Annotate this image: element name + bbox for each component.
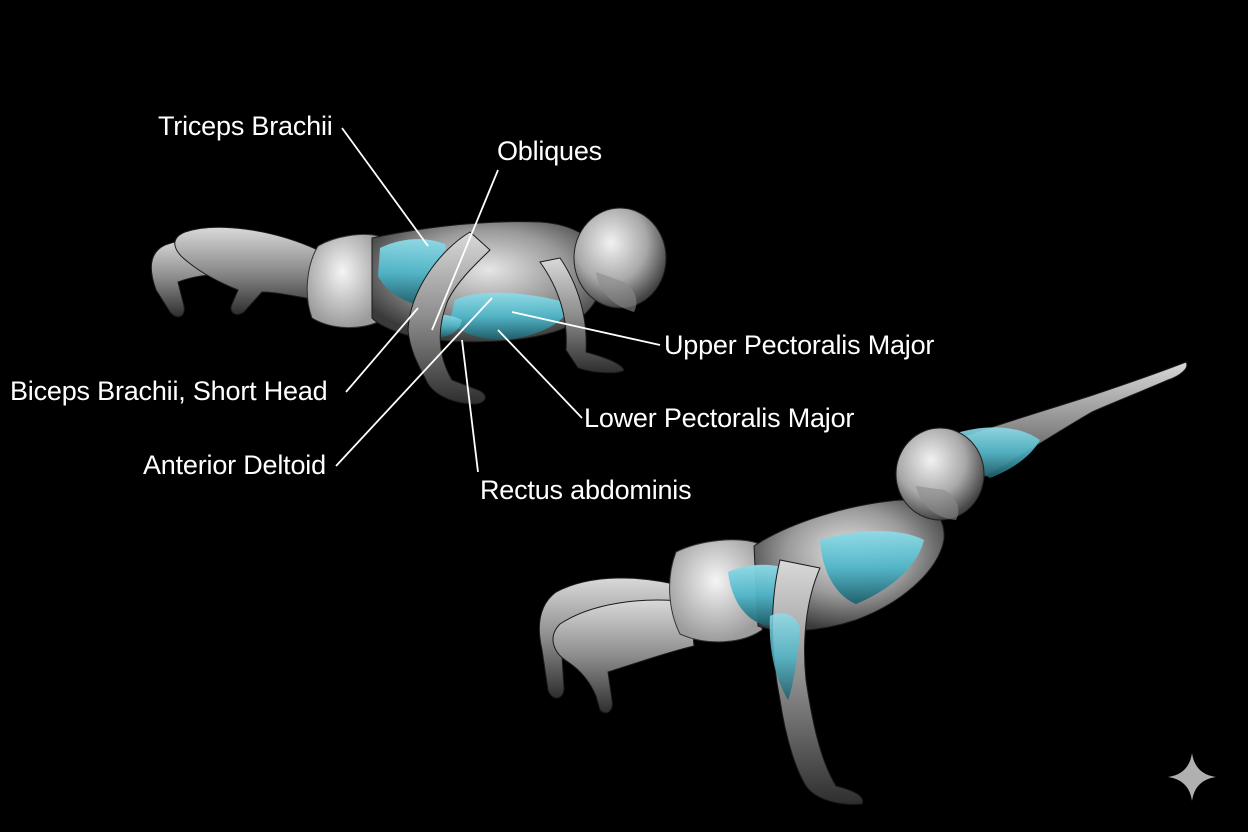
leader-lower-pec	[497, 329, 583, 419]
shorts	[306, 233, 379, 329]
pectoralis-highlight	[450, 292, 572, 340]
label-rectus-abdominis: Rectus abdominis	[480, 475, 692, 505]
far-arm	[539, 257, 625, 374]
leader-lines	[335, 127, 661, 473]
support-arm-highlight	[769, 613, 800, 700]
figure-extended-arm-pushup	[538, 361, 1188, 805]
label-obliques: Obliques	[497, 136, 602, 166]
label-biceps-brachii-short-head: Biceps Brachii, Short Head	[10, 376, 328, 406]
head-2	[895, 427, 985, 521]
torso-2-highlight-chest	[820, 531, 924, 604]
leader-triceps	[341, 127, 429, 247]
leader-obliques	[431, 169, 499, 331]
head	[573, 207, 667, 309]
label-lower-pectoralis-major: Lower Pectoralis Major	[584, 403, 855, 433]
near-leg	[174, 226, 321, 315]
figure-standard-pushup	[150, 207, 667, 405]
near-leg-2	[552, 599, 695, 714]
sparkle-icon	[1168, 753, 1216, 801]
label-upper-pectoralis-major: Upper Pectoralis Major	[664, 330, 935, 360]
near-arm	[407, 231, 491, 405]
label-anterior-deltoid: Anterior Deltoid	[143, 450, 326, 480]
label-triceps-brachii: Triceps Brachii	[158, 111, 333, 141]
face	[596, 272, 637, 312]
leader-rectus	[461, 339, 479, 473]
shorts-2	[669, 539, 763, 643]
leader-upper-pec	[511, 311, 661, 346]
leader-ant-delt	[335, 297, 493, 467]
face-2	[916, 486, 959, 520]
leader-biceps	[345, 307, 419, 393]
